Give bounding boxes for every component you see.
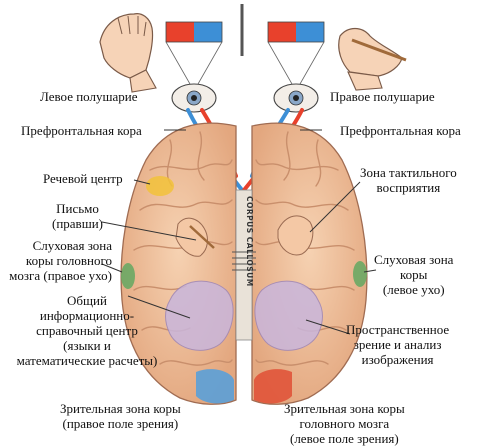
label-spatial-vision-line3: изображения bbox=[361, 352, 434, 367]
label-auditory-right-line2: коры bbox=[400, 267, 428, 282]
left-cortex-hand-illustration bbox=[175, 217, 215, 257]
label-writing-line2: (правши) bbox=[52, 216, 103, 231]
label-prefrontal-right: Префронтальная кора bbox=[340, 123, 461, 138]
visual-cortex-right-field bbox=[196, 369, 234, 404]
label-info-center-line1: Общий bbox=[67, 293, 107, 308]
label-info-center-line4: (языки и bbox=[63, 338, 111, 353]
speech-center-zone bbox=[146, 176, 174, 196]
label-auditory-left-line2: коры головного bbox=[25, 253, 112, 268]
label-auditory-left-line3: мозга (правое ухо) bbox=[9, 268, 112, 283]
label-auditory-right: Слуховая зона коры (левое ухо) bbox=[374, 252, 453, 297]
label-visual-left-line1: Зрительная зона коры bbox=[60, 401, 181, 416]
label-spatial-vision-line2: зрение и анализ bbox=[353, 337, 442, 352]
label-right-hemisphere: Правое полушарие bbox=[330, 89, 435, 104]
right-cortex-hand-illustration bbox=[277, 215, 314, 256]
left-visual-field-box bbox=[165, 21, 223, 43]
label-info-center-line5: математические расчеты) bbox=[16, 353, 158, 368]
leader-lines bbox=[101, 129, 377, 335]
label-left-hemisphere: Левое полушарие bbox=[40, 89, 138, 104]
label-tactile-zone-line2: восприятия bbox=[376, 180, 441, 195]
label-auditory-left: Слуховая зона коры головного мозга (прав… bbox=[4, 238, 112, 283]
label-tactile-zone-line1: Зона тактильного bbox=[360, 165, 457, 180]
label-visual-right: Зрительная зона коры головного мозга (ле… bbox=[284, 401, 405, 446]
label-spatial-vision: Пространственное зрение и анализ изображ… bbox=[346, 322, 449, 367]
corpus-callosum-label: CORPUS CALLOSUM bbox=[245, 196, 254, 287]
label-visual-left: Зрительная зона коры (правое поле зрения… bbox=[60, 401, 181, 431]
label-prefrontal-left: Префронтальная кора bbox=[21, 123, 142, 138]
visual-cortex-left-field bbox=[254, 369, 292, 404]
left-eye-icon bbox=[171, 83, 217, 113]
label-visual-right-line3: (левое поле зрения) bbox=[289, 431, 399, 446]
corpus-callosum bbox=[232, 189, 256, 341]
auditory-zone-left bbox=[121, 263, 135, 289]
label-info-center: Общий информационно- справочный центр (я… bbox=[8, 293, 166, 368]
label-visual-right-line1: Зрительная зона коры bbox=[284, 401, 405, 416]
info-center-zone bbox=[165, 280, 234, 351]
label-info-center-line3: справочный центр bbox=[36, 323, 138, 338]
auditory-zone-right bbox=[353, 261, 367, 287]
sight-lines bbox=[165, 41, 325, 85]
label-auditory-left-line1: Слуховая зона bbox=[32, 238, 112, 253]
label-info-center-line2: информационно- bbox=[39, 308, 135, 323]
label-auditory-right-line3: (левое ухо) bbox=[382, 282, 445, 297]
label-auditory-right-line1: Слуховая зона bbox=[374, 252, 454, 267]
label-speech-center: Речевой центр bbox=[43, 171, 123, 186]
right-hand-illustration bbox=[338, 27, 407, 91]
right-visual-field-box bbox=[267, 21, 325, 43]
label-visual-right-line2: головного мозга bbox=[299, 416, 390, 431]
label-writing: Письмо (правши) bbox=[52, 201, 103, 231]
label-tactile-zone: Зона тактильного восприятия bbox=[360, 165, 457, 195]
label-spatial-vision-line1: Пространственное bbox=[346, 322, 450, 337]
right-eye-icon bbox=[273, 83, 319, 113]
left-hand-illustration bbox=[99, 13, 157, 93]
spatial-vision-zone bbox=[254, 280, 323, 351]
label-writing-line1: Письмо bbox=[56, 201, 99, 216]
label-visual-left-line2: (правое поле зрения) bbox=[62, 416, 179, 431]
